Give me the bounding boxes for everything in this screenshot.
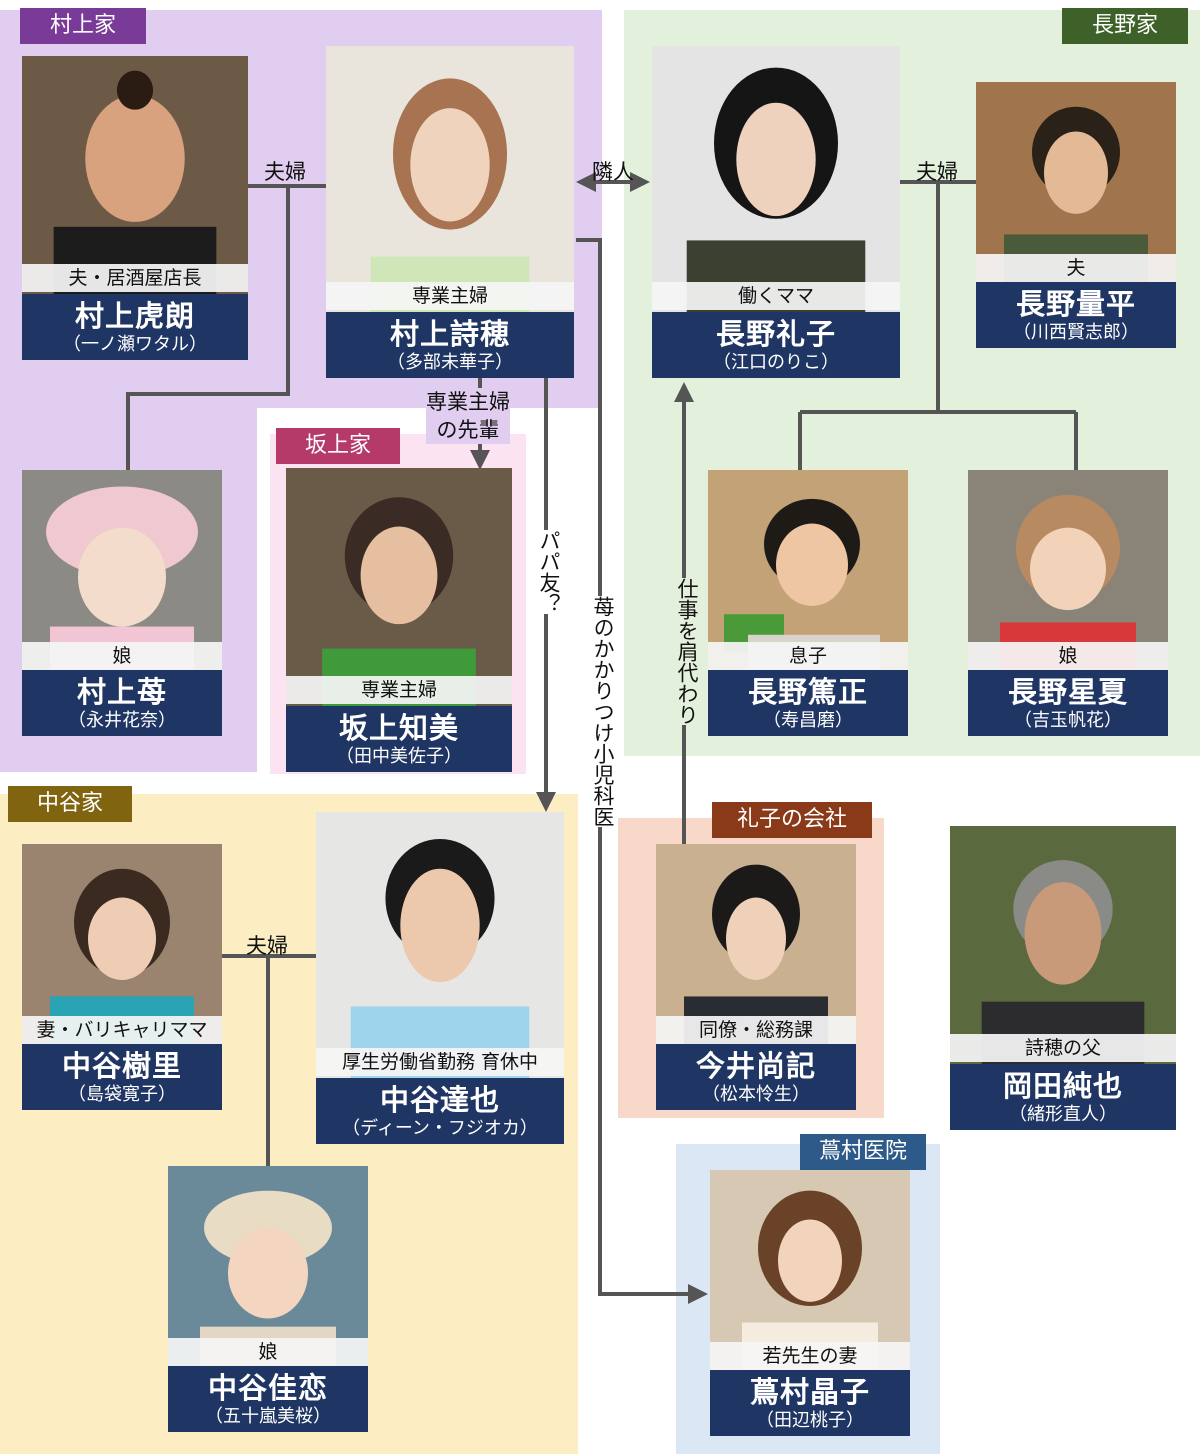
name-ryohei: 長野量平	[1015, 287, 1136, 321]
card-ryohei: 夫 長野量平 （川西賢志郎）	[976, 82, 1176, 348]
name-atsumasa: 長野篤正	[747, 675, 868, 709]
card-toraro: 夫・居酒屋店長 村上虎朗 （一ノ瀬ワタル）	[22, 56, 248, 360]
card-ichigo: 娘 村上苺 （永井花奈）	[22, 470, 222, 736]
portrait-tomomi	[286, 468, 512, 712]
card-tomomi: 専業主婦 坂上知美 （田中美佐子）	[286, 468, 512, 772]
name-reiko: 長野礼子	[715, 317, 836, 351]
name-ichigo: 村上苺	[76, 675, 167, 709]
murakami-couple-label: 夫婦	[264, 160, 306, 184]
role-ryohei: 夫	[976, 254, 1176, 282]
name-seika: 長野星夏	[1007, 675, 1128, 709]
namebox-karen: 中谷佳恋 （五十嵐美桜）	[168, 1366, 368, 1432]
shigoto-label: 仕事を肩代わり	[672, 578, 702, 725]
actor-toraro: （一ノ瀬ワタル）	[63, 334, 207, 355]
name-junya: 岡田純也	[1002, 1069, 1123, 1103]
role-seika: 娘	[968, 642, 1168, 670]
reiko-company-tag: 礼子の会社	[712, 802, 872, 838]
name-karen: 中谷佳恋	[207, 1371, 328, 1405]
card-junya: 詩穂の父 岡田純也 （緒形直人）	[950, 826, 1176, 1130]
card-shiho: 専業主婦 村上詩穂 （多部未華子）	[326, 46, 574, 378]
namebox-tatsuya: 中谷達也 （ディーン・フジオカ）	[316, 1078, 564, 1144]
namebox-shiho: 村上詩穂 （多部未華子）	[326, 312, 574, 378]
name-naoki: 今井尚記	[695, 1049, 816, 1083]
portrait-juri	[22, 844, 222, 1050]
namebox-reiko: 長野礼子 （江口のりこ）	[652, 312, 900, 378]
namebox-juri: 中谷樹里 （島袋寛子）	[22, 1044, 222, 1110]
nakatani-family-tag: 中谷家	[8, 786, 132, 822]
card-naoki: 同僚・総務課 今井尚記 （松本怜生）	[656, 844, 856, 1110]
card-seika: 娘 長野星夏 （吉玉帆花）	[968, 470, 1168, 736]
portrait-junya	[950, 826, 1176, 1070]
actor-tomomi: （田中美佐子）	[336, 746, 462, 767]
tsutamura-clinic-tag: 蔦村医院	[800, 1134, 926, 1170]
portrait-tatsuya	[316, 812, 564, 1082]
role-tatsuya: 厚生労働省勤務 育休中	[316, 1048, 564, 1076]
namebox-shoko: 蔦村晶子 （田辺桃子）	[710, 1370, 910, 1436]
nagano-family-tag: 長野家	[1062, 8, 1188, 44]
card-tatsuya: 厚生労働省勤務 育休中 中谷達也 （ディーン・フジオカ）	[316, 812, 564, 1144]
senpai-label: 専業主婦 の先輩	[426, 388, 510, 444]
role-juri: 妻・バリキャリママ	[22, 1016, 222, 1044]
actor-ryohei: （川西賢志郎）	[1013, 322, 1139, 343]
namebox-naoki: 今井尚記 （松本怜生）	[656, 1044, 856, 1110]
card-karen: 娘 中谷佳恋 （五十嵐美桜）	[168, 1166, 368, 1432]
namebox-junya: 岡田純也 （緒形直人）	[950, 1064, 1176, 1130]
papatomo-label: パパ友？	[534, 530, 564, 614]
card-juri: 妻・バリキャリママ 中谷樹里 （島袋寛子）	[22, 844, 222, 1110]
actor-seika: （吉玉帆花）	[1014, 710, 1122, 731]
actor-karen: （五十嵐美桜）	[205, 1406, 331, 1427]
actor-atsumasa: （寿昌磨）	[763, 710, 853, 731]
role-atsumasa: 息子	[708, 642, 908, 670]
murakami-family-tag: 村上家	[20, 8, 146, 44]
namebox-atsumasa: 長野篤正 （寿昌磨）	[708, 670, 908, 736]
portrait-toraro	[22, 56, 248, 300]
doctor-label: 苺のかかりつけ小児科医	[588, 596, 618, 827]
role-karen: 娘	[168, 1338, 368, 1366]
actor-shoko: （田辺桃子）	[756, 1410, 864, 1431]
portrait-shiho	[326, 46, 574, 316]
card-reiko: 働くママ 長野礼子 （江口のりこ）	[652, 46, 900, 378]
actor-juri: （島袋寛子）	[68, 1084, 176, 1105]
role-ichigo: 娘	[22, 642, 222, 670]
name-tomomi: 坂上知美	[338, 711, 459, 745]
name-toraro: 村上虎朗	[74, 299, 195, 333]
actor-reiko: （江口のりこ）	[713, 352, 839, 373]
namebox-toraro: 村上虎朗 （一ノ瀬ワタル）	[22, 294, 248, 360]
namebox-seika: 長野星夏 （吉玉帆花）	[968, 670, 1168, 736]
actor-naoki: （松本怜生）	[702, 1084, 810, 1105]
name-shiho: 村上詩穂	[389, 317, 510, 351]
card-atsumasa: 息子 長野篤正 （寿昌磨）	[708, 470, 908, 736]
neighbor-label: 隣人	[592, 160, 634, 184]
role-toraro: 夫・居酒屋店長	[22, 264, 248, 292]
nagano-couple-label: 夫婦	[916, 160, 958, 184]
sakaue-family-tag: 坂上家	[276, 428, 400, 464]
actor-tatsuya: （ディーン・フジオカ）	[342, 1118, 538, 1139]
role-shiho: 専業主婦	[326, 282, 574, 310]
actor-ichigo: （永井花奈）	[68, 710, 176, 731]
portrait-reiko	[652, 46, 900, 316]
role-shoko: 若先生の妻	[710, 1342, 910, 1370]
namebox-ryohei: 長野量平 （川西賢志郎）	[976, 282, 1176, 348]
namebox-ichigo: 村上苺 （永井花奈）	[22, 670, 222, 736]
role-junya: 詩穂の父	[950, 1034, 1176, 1062]
name-juri: 中谷樹里	[61, 1049, 182, 1083]
name-tatsuya: 中谷達也	[379, 1083, 500, 1117]
role-reiko: 働くママ	[652, 282, 900, 310]
nakatani-couple-label: 夫婦	[246, 934, 288, 958]
actor-shiho: （多部未華子）	[387, 352, 513, 373]
actor-junya: （緒形直人）	[1009, 1104, 1117, 1125]
role-naoki: 同僚・総務課	[656, 1016, 856, 1044]
namebox-tomomi: 坂上知美 （田中美佐子）	[286, 706, 512, 772]
role-tomomi: 専業主婦	[286, 676, 512, 704]
name-shoko: 蔦村晶子	[749, 1375, 870, 1409]
card-shoko: 若先生の妻 蔦村晶子 （田辺桃子）	[710, 1170, 910, 1436]
